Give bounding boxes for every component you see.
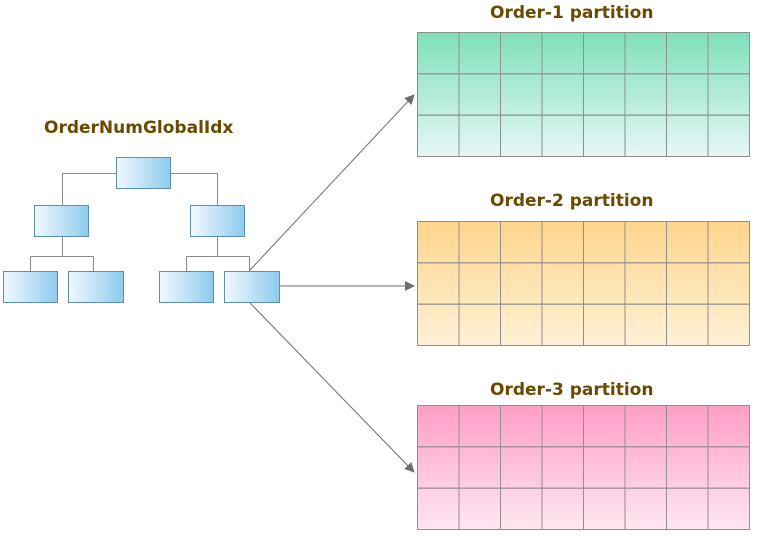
connector-root-right: [170, 173, 218, 205]
partition-1-title: Order-1 partition: [490, 3, 654, 23]
connector-left-children: [30, 236, 94, 271]
connector-root-left: [62, 173, 117, 205]
tree-connectors: [30, 173, 250, 271]
index-node-leaf-4: [224, 271, 280, 303]
partition-2-cell: [707, 303, 750, 346]
partition-arrows: [249, 94, 415, 473]
index-title: OrderNumGlobalIdx: [44, 118, 234, 138]
partition-3-cell: [707, 487, 750, 530]
index-node-leaf-3: [159, 271, 214, 303]
index-tree: [3, 157, 280, 303]
partition-3-title: Order-3 partition: [490, 380, 654, 400]
index-node-leaf-2: [68, 271, 124, 303]
arrow-to-partition-3: [249, 302, 415, 473]
partition-1-cell: [707, 114, 750, 157]
index-node-branch-right: [190, 205, 245, 237]
partition-1-grid: [417, 32, 750, 157]
partition-2-title: Order-2 partition: [490, 191, 654, 211]
partition-3-grid: [417, 405, 750, 530]
partition-2-grid: [417, 221, 750, 346]
index-node-leaf-1: [3, 271, 58, 303]
connector-right-children: [186, 236, 250, 271]
arrow-to-partition-1: [249, 94, 415, 271]
index-node-branch-left: [34, 205, 89, 237]
index-node-root: [116, 157, 171, 189]
